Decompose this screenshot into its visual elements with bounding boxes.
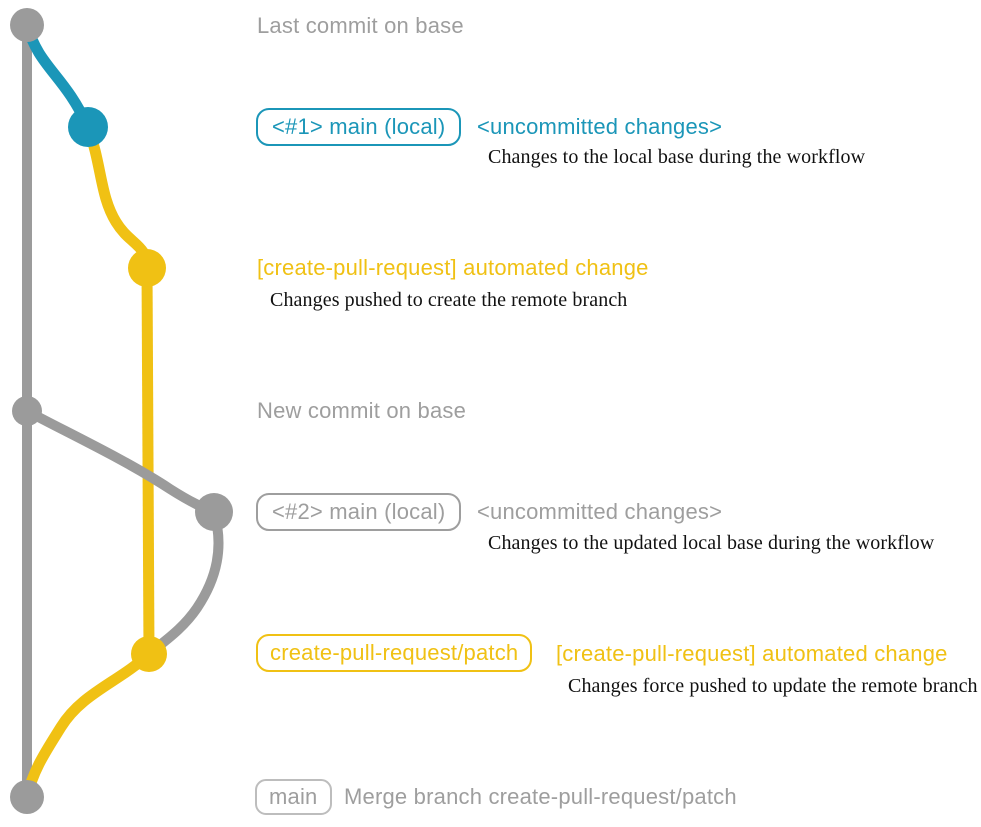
- branch-badge-main: main: [255, 779, 332, 815]
- commit-dot-local-main-1: [68, 107, 108, 147]
- automated-change-title-2: [create-pull-request] automated change: [556, 641, 948, 666]
- merge-commit-label: Merge branch create-pull-request/patch: [344, 784, 737, 809]
- git-graph: [10, 8, 233, 814]
- patch-branch-curve-top: [82, 125, 153, 269]
- uncommitted-changes-note-1: Changes to the local base during the wor…: [488, 146, 866, 168]
- patch-branch-line: [141, 267, 155, 655]
- merge-curve-bottom: [21, 649, 153, 799]
- uncommitted-changes-title-1: <uncommitted changes>: [477, 114, 723, 139]
- automated-change-title-1: [create-pull-request] automated change: [257, 255, 649, 280]
- rebase-curve: [145, 510, 224, 658]
- branch-badge-main-local-2: <#2> main (local): [256, 493, 462, 531]
- commit-dot-patch-1: [128, 249, 166, 287]
- automated-change-note-1: Changes pushed to create the remote bran…: [270, 289, 628, 311]
- uncommitted-changes-title-2: <uncommitted changes>: [477, 499, 723, 524]
- uncommitted-changes-note-2: Changes to the updated local base during…: [488, 532, 935, 554]
- last-commit-label: Last commit on base: [257, 13, 464, 38]
- commit-dot-new-base: [12, 396, 42, 426]
- branch-badge-patch: create-pull-request/patch: [256, 634, 533, 672]
- commit-dot-local-main-2: [195, 493, 233, 531]
- branch-badge-main-local-1: <#1> main (local): [256, 108, 462, 146]
- new-commit-label: New commit on base: [257, 398, 467, 423]
- base-update-curve: [24, 406, 216, 517]
- commit-dot-merge: [10, 780, 44, 814]
- commit-dot-last-base: [10, 8, 44, 42]
- commit-dot-patch-2: [131, 636, 167, 672]
- automated-change-note-2: Changes force pushed to update the remot…: [568, 675, 978, 697]
